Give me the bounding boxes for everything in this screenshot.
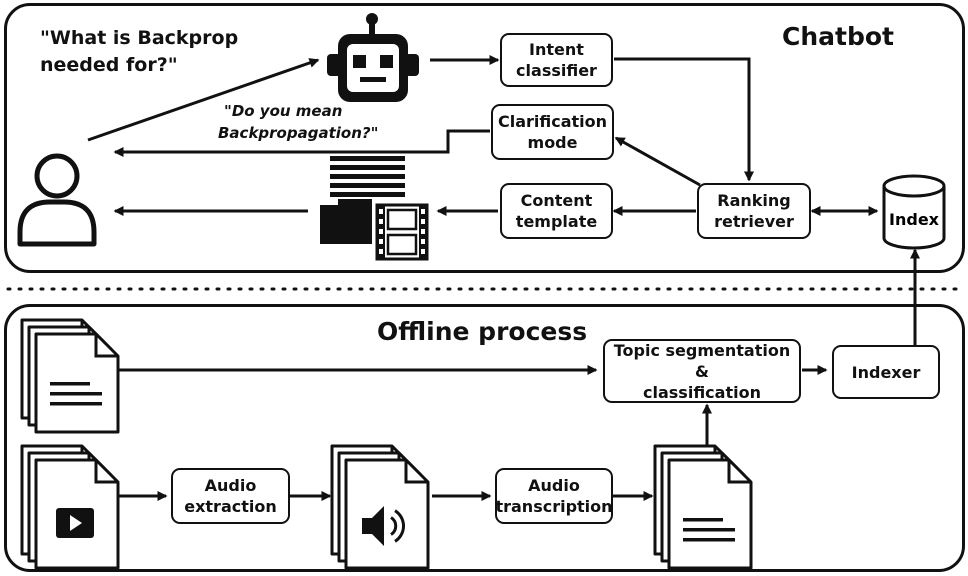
content-label-line-1: Content [520, 191, 593, 210]
indexer-label: Indexer [851, 362, 921, 382]
text-document-icon [330, 156, 405, 197]
arrow-clarification-to-user [113, 129, 490, 157]
slides-icon [320, 199, 372, 244]
user-question-line-1: "What is Backprop [40, 27, 239, 49]
clarification-mode-box: Clarification mode [491, 104, 614, 160]
ranking-retriever-box: Ranking retriever [697, 183, 811, 239]
audio-transcription-label-line-2: transcription [495, 497, 613, 516]
bot-clarification-text: "Do you mean Backpropagation?" [218, 100, 378, 144]
ranking-label-line-1: Ranking [717, 191, 791, 210]
offline-process-title: Offline process [377, 317, 588, 346]
arrow-user-to-bot [87, 58, 320, 142]
video-files-stack-icon [20, 444, 120, 570]
user-question-line-2: needed for?" [40, 54, 178, 76]
index-database-icon [882, 174, 946, 250]
bot-clarification-line-2: Backpropagation?" [218, 124, 379, 142]
chatbot-title: Chatbot [782, 22, 894, 51]
index-label: Index [889, 210, 939, 229]
clarification-label-line-2: mode [527, 133, 578, 152]
topic-segmentation-box: Topic segmentation &classification [603, 339, 801, 403]
ranking-label-line-2: retriever [714, 212, 794, 231]
topic-label-line-1: Topic segmentation & [613, 340, 791, 381]
transcripts-stack-icon [653, 444, 753, 570]
intent-classifier-box: Intent classifier [500, 33, 613, 87]
text-documents-stack-icon [20, 318, 120, 434]
user-icon [17, 153, 97, 247]
audio-transcription-box: Audio transcription [495, 468, 613, 524]
audio-extraction-label-line-2: extraction [184, 497, 277, 516]
content-label-line-2: template [515, 212, 598, 231]
intent-label-line-2: classifier [516, 61, 597, 80]
clarification-label-line-1: Clarification [497, 112, 608, 131]
bot-clarification-line-1: "Do you mean [224, 102, 343, 120]
indexer-box: Indexer [832, 345, 940, 399]
topic-label-line-2: classification [643, 382, 761, 402]
audio-extraction-box: Audio extraction [171, 468, 290, 524]
intent-label-line-1: Intent [529, 40, 584, 59]
audio-transcription-label-line-1: Audio [528, 476, 580, 495]
audio-files-stack-icon [330, 444, 430, 570]
user-question-text: "What is Backprop needed for?" [40, 25, 238, 79]
arrow-intent-to-ranking [614, 57, 754, 182]
offline-process-panel [4, 304, 965, 572]
robot-icon [327, 13, 419, 102]
film-icon [375, 203, 429, 261]
audio-extraction-label-line-1: Audio [204, 476, 257, 495]
content-template-box: Content template [500, 183, 613, 239]
arrow-ranking-to-clarification [614, 136, 701, 187]
